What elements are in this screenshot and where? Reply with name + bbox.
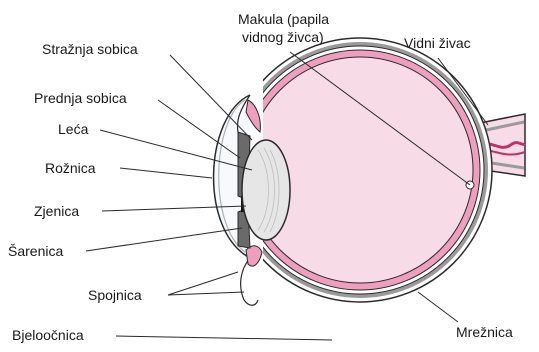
label-makula-line2: vidnog živca) xyxy=(242,29,324,45)
label-bjeloocnica: Bjeloočnica xyxy=(12,327,84,343)
leader-mreznica xyxy=(418,292,458,322)
label-spojnica: Spojnica xyxy=(88,287,142,303)
label-straznja-sobica: Stražnja sobica xyxy=(42,41,138,57)
leader-roznica xyxy=(120,168,212,178)
label-mreznica: Mrežnica xyxy=(456,324,513,340)
label-leca: Leća xyxy=(58,121,89,137)
leader-spojnica-1 xyxy=(168,272,238,295)
label-prednja-sobica: Prednja sobica xyxy=(34,90,127,106)
label-makula-line1: Makula (papila xyxy=(238,11,329,27)
label-roznica: Rožnica xyxy=(45,160,96,176)
lens xyxy=(242,140,290,240)
leader-bjeloocnica xyxy=(116,336,332,340)
label-sarenica: Šarenica xyxy=(8,243,63,259)
leader-spojnica-2 xyxy=(168,292,244,295)
label-vidni-zivac: Vidni živac xyxy=(404,35,471,51)
label-zjenica: Zjenica xyxy=(34,203,79,219)
